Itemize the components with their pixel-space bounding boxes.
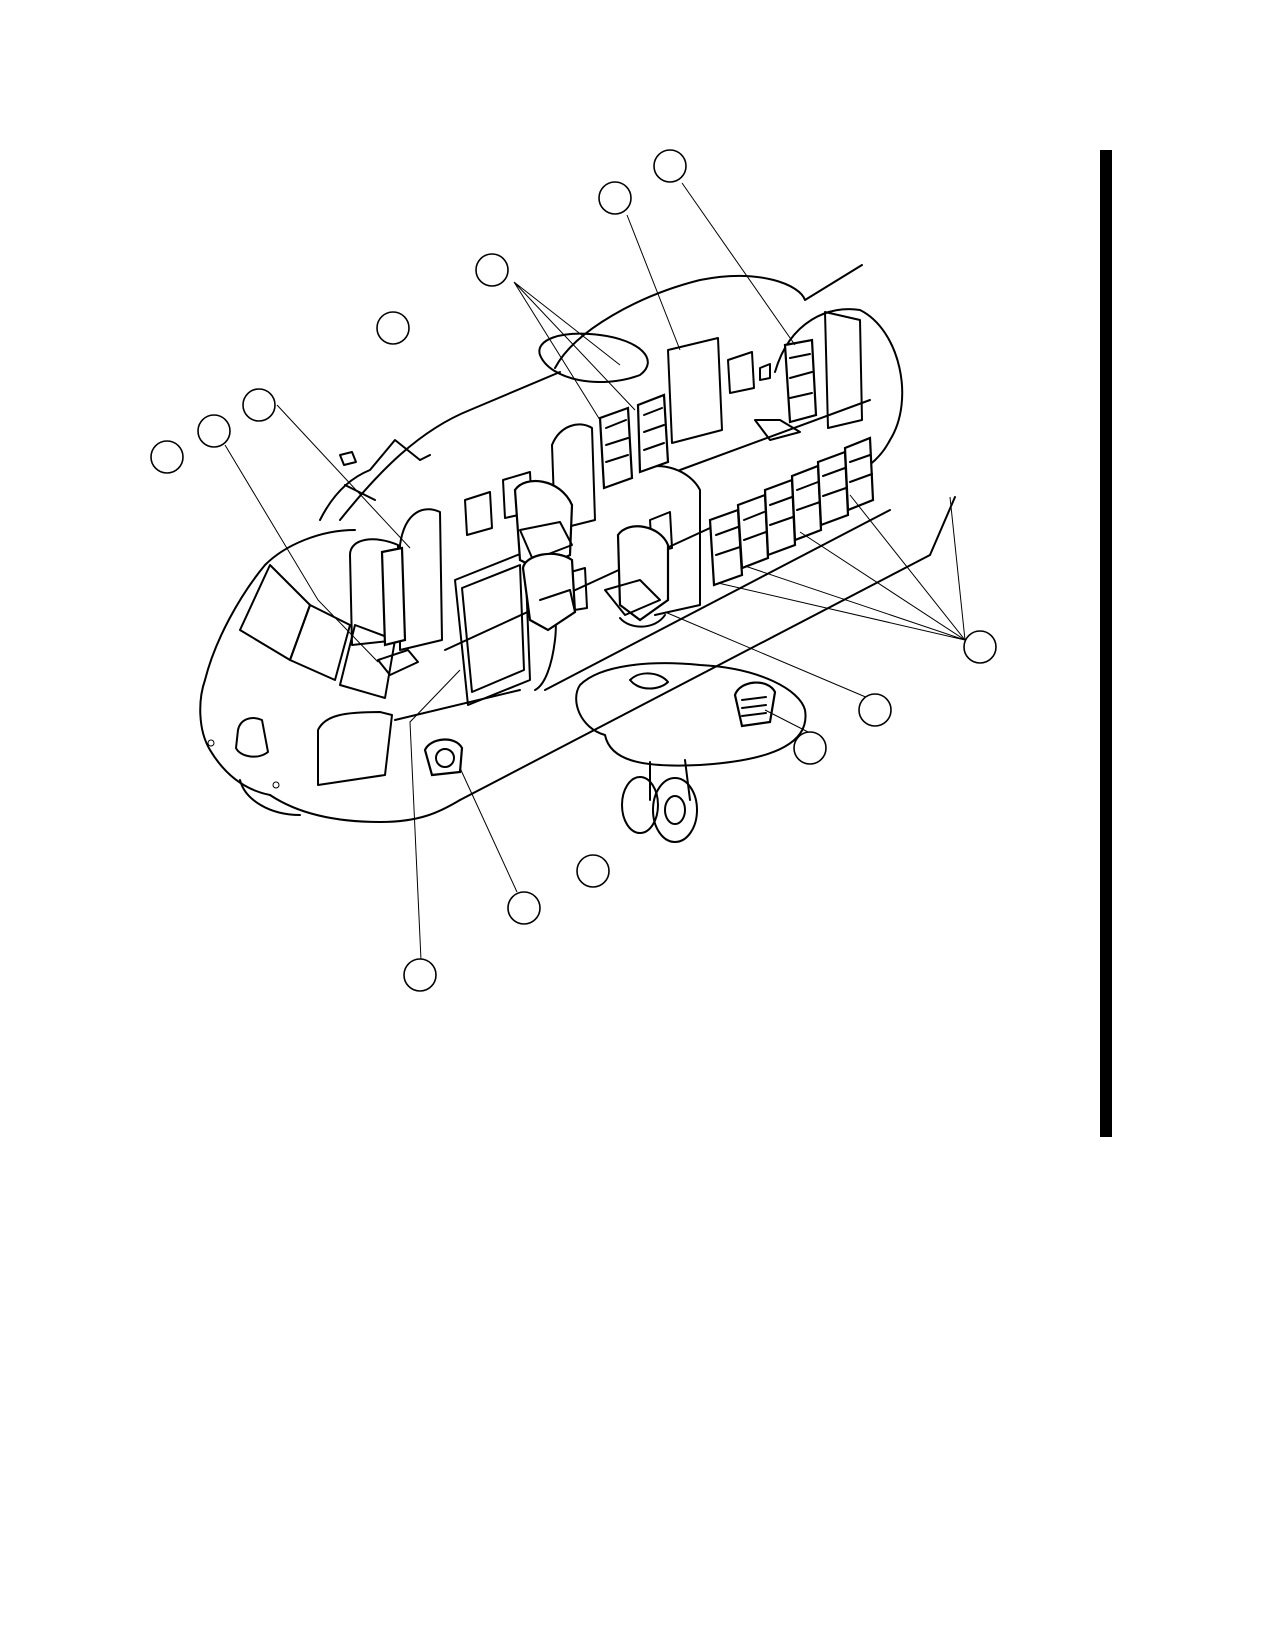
callouts [150,149,997,992]
callout-c12 [507,891,541,925]
cabin-interior [349,311,871,706]
callout-c8 [963,630,997,664]
troop-seats-forward [598,393,670,490]
landing-gear [621,759,698,843]
leader-lines [224,182,966,961]
callout-c4 [376,311,410,345]
change-bar [1100,150,1112,1137]
callout-c7 [150,440,184,474]
callout-c5 [242,388,276,422]
crew-seats [377,479,670,676]
external-light [423,738,464,777]
fuselage-outline [199,264,956,823]
callout-c3 [475,253,509,287]
callout-c2 [598,181,632,215]
troop-seats-row [708,436,875,587]
callout-c13 [403,958,437,992]
sponson [575,662,807,767]
callout-c11 [576,854,610,888]
callout-c1 [653,149,687,183]
callout-c9 [858,693,892,727]
troop-seat-aft [783,338,818,424]
callout-c10 [793,731,827,765]
callout-c6 [197,414,231,448]
